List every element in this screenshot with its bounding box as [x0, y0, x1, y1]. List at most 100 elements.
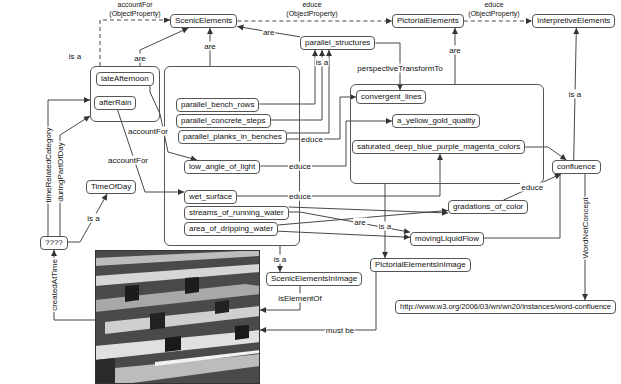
- arrowhead: [404, 228, 410, 234]
- node-label: gradations_of_color: [453, 202, 523, 212]
- connector-line: [54, 250, 95, 320]
- edge-label: accountFor: [127, 127, 169, 136]
- edge-label: educe: [288, 192, 312, 201]
- connector: [140, 28, 188, 66]
- node-label: low_angle_of_light: [189, 162, 255, 172]
- class-box: afterRain: [94, 96, 136, 110]
- arrowhead: [326, 50, 332, 56]
- edge-label: educe (ObjectProperty): [281, 0, 343, 18]
- arrowhead: [237, 25, 243, 31]
- arrowhead: [83, 116, 90, 122]
- class-box: parallel_planks_in_benches: [178, 130, 287, 144]
- node-label: ScenicElements: [175, 16, 232, 26]
- node-label: InterpretiveElements: [537, 16, 610, 26]
- group-box: parallel_bench_rows parallel_concrete_ste…: [164, 66, 300, 246]
- connector-line: [237, 154, 440, 196]
- arrowhead: [102, 194, 108, 201]
- edge-label: accountFor (ObjectProperty): [104, 0, 166, 18]
- edge-label: timeRelatedCategory: [44, 126, 53, 203]
- class-box: parallel_structures: [300, 36, 375, 50]
- edge-label: educe: [300, 135, 324, 144]
- connector-line: [100, 20, 170, 66]
- edge-label: is a: [315, 58, 329, 67]
- connector: [287, 50, 332, 133]
- edge-label: are: [133, 54, 147, 63]
- edge-label: isElementOf: [277, 294, 323, 303]
- connector: [289, 212, 410, 234]
- class-box: streams_of_running_water: [184, 206, 289, 220]
- photo-frame: [95, 250, 260, 384]
- class-box: convergent_lines: [356, 90, 426, 104]
- connector: [68, 194, 107, 242]
- connector: [237, 25, 300, 37]
- node-label: parallel_concrete_steps: [181, 116, 266, 126]
- connector-line: [140, 28, 188, 66]
- class-box: http://www.w3.org/2006/03/wn/wn20/instan…: [395, 300, 616, 314]
- connector-line: [68, 194, 107, 242]
- arrowhead: [51, 250, 57, 256]
- class-box: parallel_bench_rows: [176, 98, 259, 112]
- class-box: ScenicElementsInImage: [266, 272, 362, 286]
- arrowhead: [182, 28, 189, 33]
- connector: [464, 18, 532, 24]
- class-box: ScenicElements: [170, 14, 237, 28]
- connector-line: [259, 50, 315, 104]
- node-label: movingLiquidFlow: [415, 234, 479, 244]
- class-box: area_of_dripping_water: [184, 222, 278, 236]
- node-label: parallel_planks_in_benches: [183, 132, 282, 142]
- edge-label: duringPartOfDay: [56, 141, 65, 203]
- node-label: area_of_dripping_water: [189, 224, 273, 234]
- arrowhead: [312, 50, 318, 56]
- node-label: saturated_deep_blue_purple_magenta_color…: [357, 142, 520, 152]
- connector-line: [464, 21, 532, 22]
- arrowhead: [207, 28, 213, 34]
- connector: [259, 50, 318, 104]
- edge-label: WordNetConcept: [581, 196, 590, 259]
- node-label: TimeOfDay: [91, 182, 131, 192]
- class-box: confluence: [552, 160, 601, 174]
- node-label: streams_of_running_water: [189, 208, 284, 218]
- class-box: ????: [40, 236, 68, 250]
- class-box: a_yellow_gold_quality: [392, 114, 480, 128]
- node-label: confluence: [557, 162, 596, 172]
- connector-line: [278, 231, 410, 237]
- connector-line: [237, 21, 392, 22]
- arrowhead: [260, 307, 266, 313]
- connector-line: [525, 147, 566, 160]
- edge-label: createdAtTime: [50, 258, 59, 312]
- node-label: parallel_structures: [305, 38, 370, 48]
- arrowhead: [319, 50, 325, 56]
- edge-label: are: [203, 42, 217, 51]
- class-box: low_angle_of_light: [184, 160, 260, 174]
- class-box: gradations_of_color: [448, 200, 528, 214]
- class-box: wet_surface: [184, 190, 237, 204]
- arrowhead: [573, 28, 579, 34]
- connector-line: [287, 50, 329, 133]
- connector-line: [504, 174, 561, 200]
- edge-label: are: [353, 218, 367, 227]
- connector-line: [260, 272, 376, 330]
- connector: [525, 147, 566, 160]
- connector: [260, 272, 376, 333]
- connector-line: [237, 27, 300, 37]
- node-label: PictorialElementsInImage: [375, 260, 466, 270]
- node-label: PictorialElements: [397, 16, 459, 26]
- edge-label: is a: [68, 52, 82, 61]
- connector: [48, 97, 90, 236]
- connector: [237, 154, 443, 196]
- class-box: PictorialElements: [392, 14, 464, 28]
- edge-label: is a: [273, 255, 287, 264]
- edge-label: is a: [378, 222, 392, 231]
- node-label: convergent_lines: [361, 92, 421, 102]
- class-box: saturated_deep_blue_purple_magenta_color…: [352, 140, 525, 154]
- node-label: ????: [45, 238, 63, 248]
- class-box: TimeOfDay: [86, 180, 136, 194]
- connector: [237, 18, 392, 24]
- edge-label: must be: [325, 326, 355, 335]
- group-box: lateAfternoonafterRain: [90, 66, 160, 122]
- edge-label: perspectiveTransformTo: [356, 64, 444, 73]
- edge-label: is a: [568, 90, 582, 99]
- node-label: afterRain: [99, 98, 131, 108]
- connector: [452, 28, 458, 84]
